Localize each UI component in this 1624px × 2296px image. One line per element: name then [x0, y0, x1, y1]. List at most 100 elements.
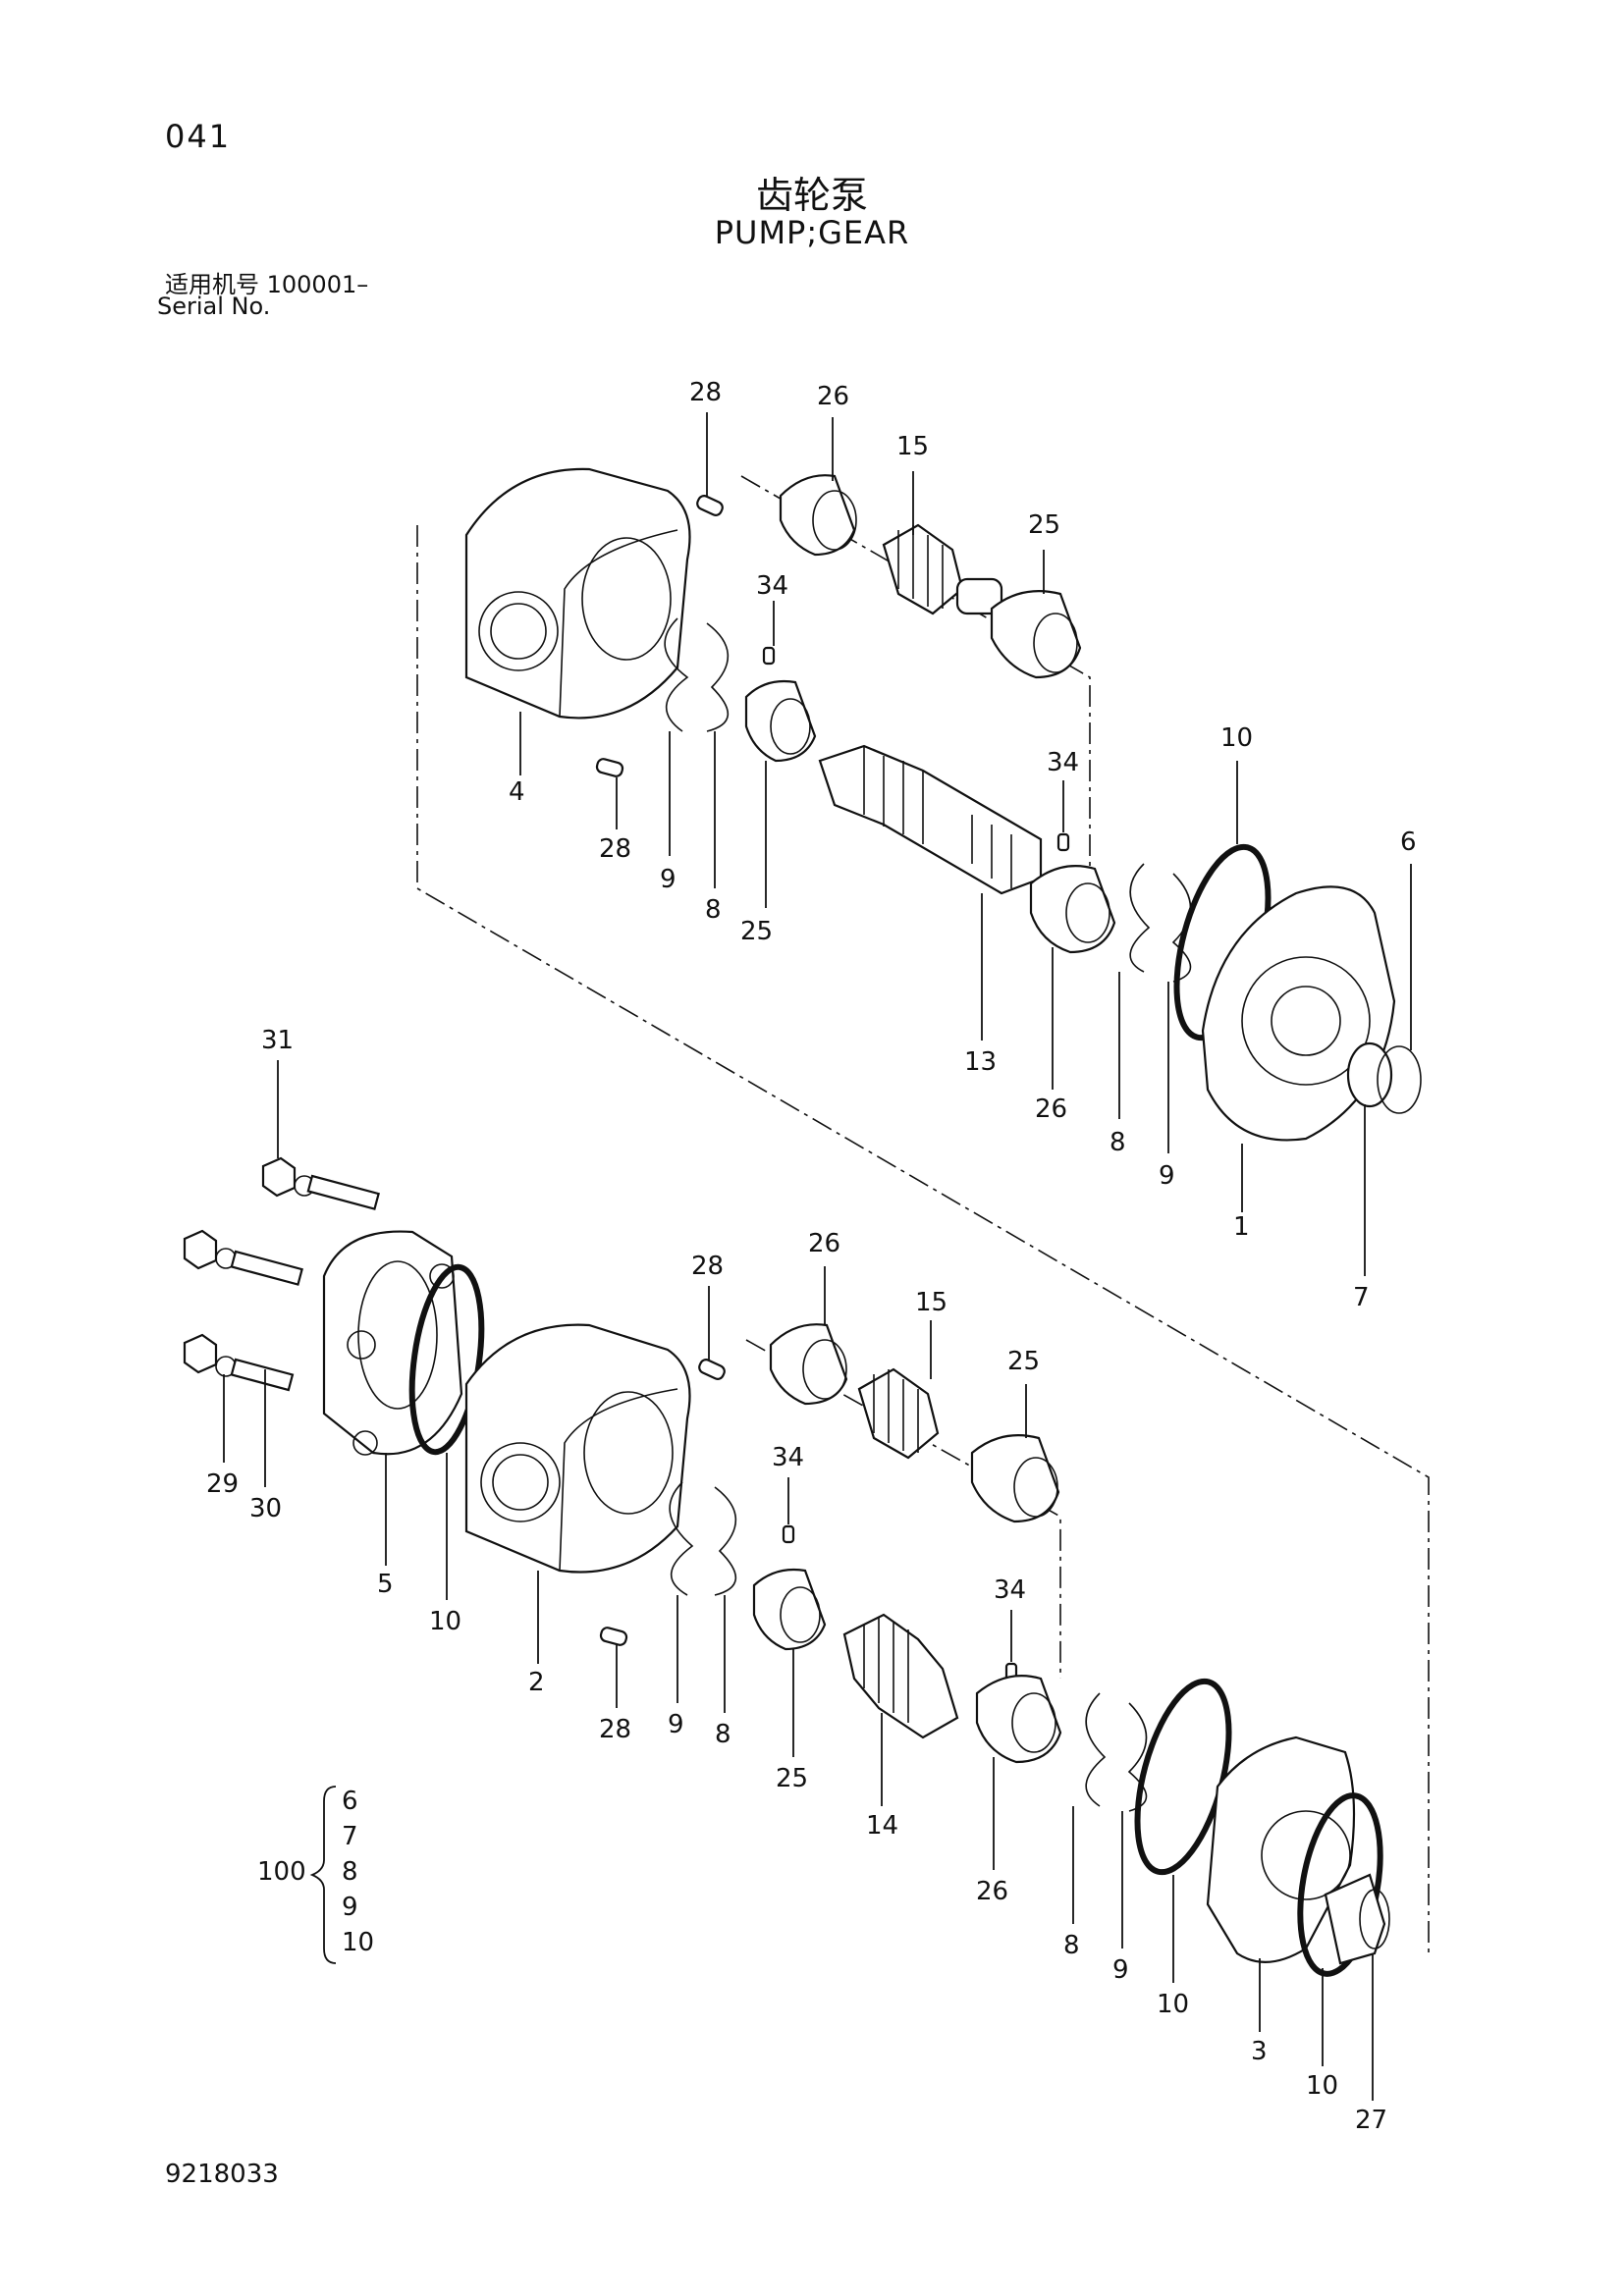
label-27: 27 — [1355, 2106, 1387, 2135]
label-25-lower-left: 25 — [776, 1764, 808, 1793]
lower-assembly — [183, 1060, 1390, 2101]
serial-number-label-chinese: 适用机号 100001– — [165, 271, 369, 298]
oil-seal-7 — [1346, 1041, 1393, 1108]
label-34-top: 34 — [756, 571, 788, 601]
label-28-lower-top: 28 — [691, 1252, 724, 1281]
label-1: 1 — [1233, 1212, 1250, 1242]
label-8-lower: 8 — [715, 1720, 731, 1749]
kit-brace — [309, 1786, 337, 1964]
o-ring-10-lower-right — [1297, 1792, 1383, 1977]
label-3: 3 — [1251, 2037, 1268, 2066]
label-25-lower-top: 25 — [1007, 1347, 1040, 1376]
bushing-25-lower-left — [752, 1568, 827, 1651]
seal-9-lower-right — [1127, 1702, 1148, 1812]
label-5: 5 — [377, 1570, 394, 1599]
label-15-lower: 15 — [915, 1288, 947, 1317]
bushing-26-right — [1029, 865, 1116, 954]
o-ring-10-lower-left — [408, 1263, 485, 1456]
label-10-lower-right: 10 — [1306, 2071, 1338, 2101]
label-8-lower-right: 8 — [1063, 1931, 1080, 1960]
seal-8-upper — [706, 622, 730, 732]
label-13: 13 — [964, 1047, 997, 1077]
bushing-26-lower-right — [975, 1675, 1062, 1764]
housing-4 — [464, 467, 691, 720]
label-8: 8 — [705, 895, 722, 925]
label-26-right: 26 — [1035, 1095, 1067, 1124]
label-26-lower-top: 26 — [808, 1229, 840, 1258]
seal-8-lower — [714, 1486, 737, 1596]
label-15-top: 15 — [896, 432, 929, 461]
seal-9-lower — [669, 1481, 694, 1596]
bushing-25-lower-right — [970, 1434, 1060, 1523]
label-10-upper: 10 — [1220, 723, 1253, 753]
label-10-lower-left: 10 — [429, 1607, 461, 1636]
label-34-lower-right: 34 — [994, 1575, 1026, 1605]
label-8-right: 8 — [1110, 1128, 1126, 1157]
label-14: 14 — [866, 1811, 898, 1841]
label-25-top: 25 — [1028, 510, 1060, 540]
kit-item: 8 — [342, 1857, 358, 1887]
bushing-25-left — [744, 679, 817, 763]
label-2: 2 — [528, 1668, 545, 1697]
drawing-number: 9218033 — [165, 2160, 279, 2189]
label-30: 30 — [249, 1494, 282, 1523]
label-9-lower-right: 9 — [1112, 1955, 1129, 1985]
page-title-english: PUMP;GEAR — [714, 214, 910, 251]
lower-shaft-axis — [745, 1339, 1061, 1679]
label-9-lower: 9 — [668, 1710, 684, 1739]
bushing-26-top — [779, 474, 857, 557]
upper-shaft-axis — [740, 475, 1091, 874]
snap-ring-6 — [1377, 1045, 1422, 1114]
label-9: 9 — [660, 865, 677, 894]
kit-number-label: 100 — [257, 1857, 306, 1887]
bushing-25-top — [990, 590, 1082, 679]
label-26-lower-right: 26 — [976, 1877, 1008, 1906]
label-4: 4 — [509, 777, 525, 807]
kit-item: 6 — [342, 1787, 358, 1816]
label-25-left: 25 — [740, 917, 773, 946]
gear-14 — [842, 1613, 959, 1739]
pin-28-lower-top — [698, 1359, 726, 1380]
kit-item: 9 — [342, 1893, 358, 1922]
key-34-lower — [782, 1524, 795, 1544]
housing-2 — [464, 1323, 691, 1574]
bushing-26-lower-top — [769, 1323, 848, 1406]
shaft-27 — [1324, 1873, 1390, 1965]
label-9-right: 9 — [1159, 1161, 1175, 1191]
kit-item: 10 — [342, 1928, 375, 1957]
drive-shaft-13 — [818, 744, 1043, 895]
pin-28-top — [696, 495, 724, 516]
bolt-set-left — [183, 1229, 303, 1286]
upper-assembly-axis — [416, 525, 1430, 1958]
key-34-upper-right — [1056, 832, 1070, 852]
page-code: 041 — [165, 118, 232, 155]
label-7: 7 — [1353, 1283, 1370, 1312]
label-28-lower-bottom: 28 — [599, 1715, 631, 1744]
seal-9-upper-right — [1171, 873, 1192, 983]
label-28-top: 28 — [689, 378, 722, 407]
pin-28-bottom — [595, 758, 624, 777]
rear-cover-5 — [322, 1230, 463, 1456]
upper-assembly — [416, 412, 1430, 1958]
label-31: 31 — [261, 1026, 294, 1055]
page-title-chinese: 齿轮泵 — [755, 174, 868, 217]
bolt-set-31 — [261, 1156, 380, 1210]
serial-number-label-english: Serial No. — [157, 293, 271, 320]
kit-item: 7 — [342, 1822, 358, 1851]
label-29: 29 — [206, 1469, 239, 1499]
seal-9-upper — [664, 617, 689, 732]
gear-15-top — [882, 523, 1003, 615]
seal-8-lower-right — [1085, 1692, 1107, 1807]
key-34-upper — [762, 646, 776, 666]
cover-3 — [1206, 1735, 1356, 1963]
upper-part-labels: 28 26 15 25 34 4 28 9 8 25 34 10 6 13 26… — [509, 378, 1417, 1312]
pin-28-lower-bottom — [599, 1627, 628, 1646]
label-6: 6 — [1400, 828, 1417, 857]
label-10-lower-middle: 10 — [1157, 1990, 1189, 2019]
lower-part-labels: 31 28 26 15 25 34 29 30 5 10 2 28 9 8 25… — [206, 1026, 1387, 2135]
label-26-top: 26 — [817, 382, 849, 411]
seal-8-upper-right — [1129, 863, 1151, 973]
label-28-bottom: 28 — [599, 834, 631, 864]
front-cover-1 — [1201, 885, 1396, 1142]
